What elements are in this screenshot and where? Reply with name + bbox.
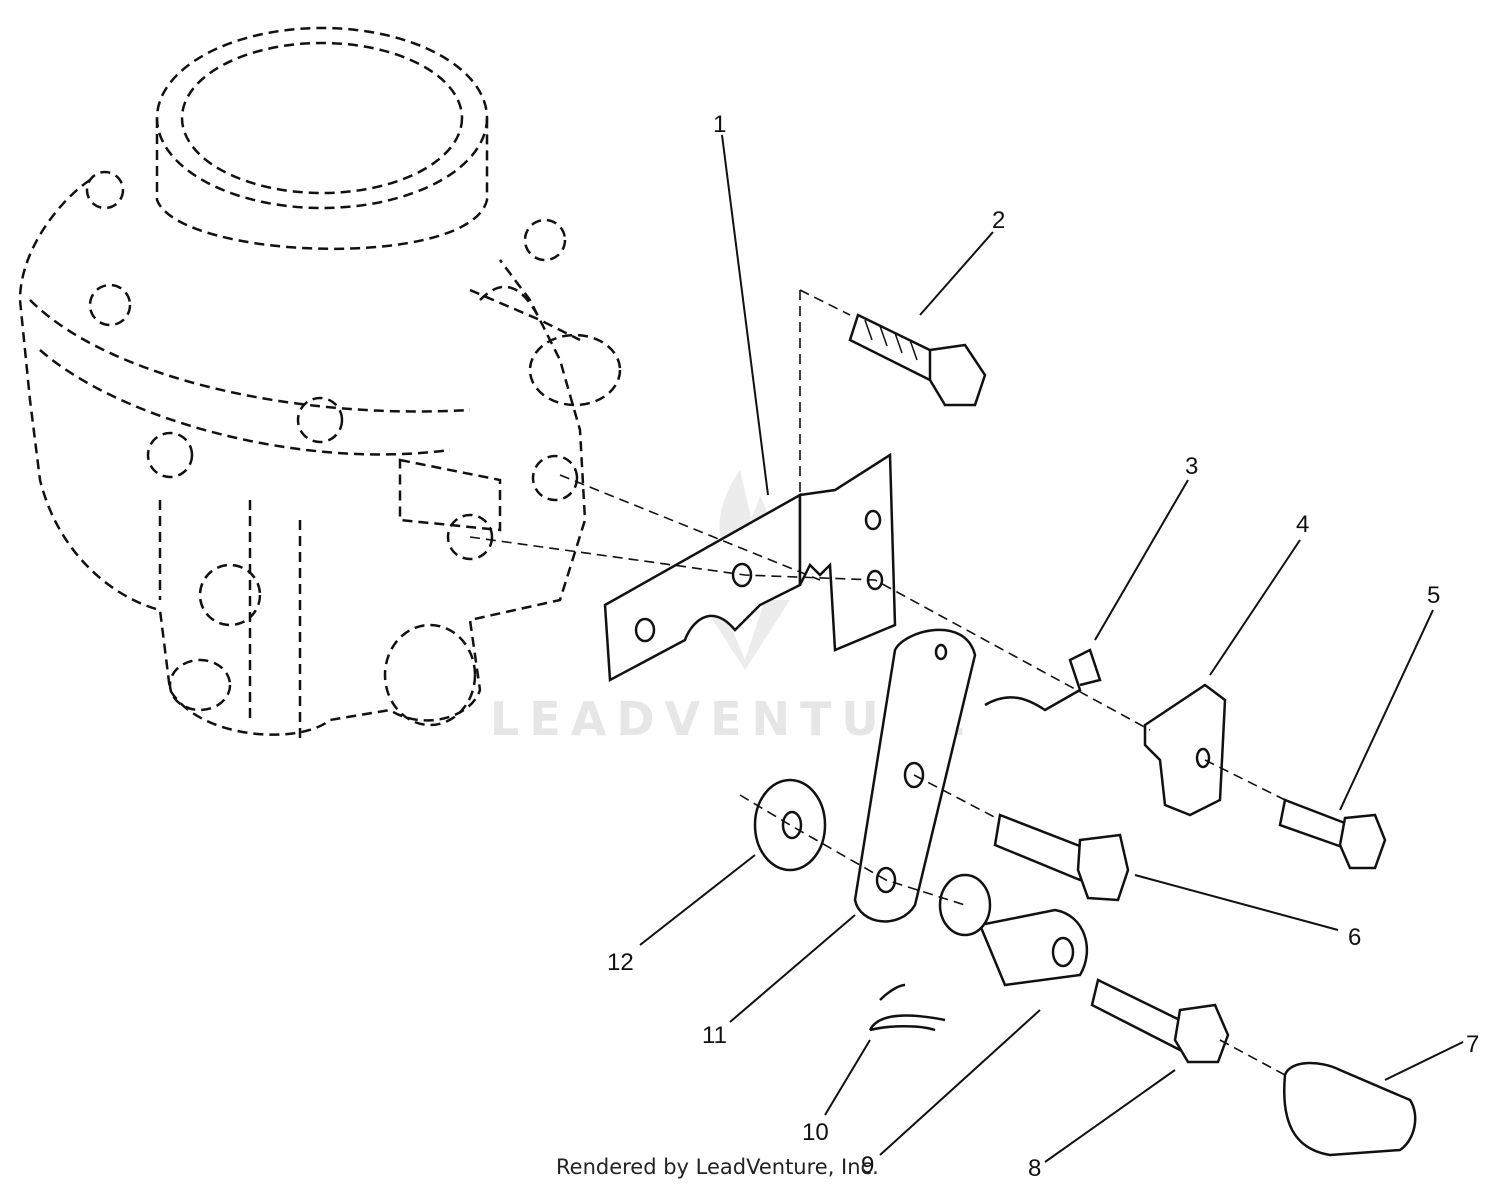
callout-4: 4: [1296, 511, 1309, 538]
part-10-clip: [868, 983, 946, 1032]
callout-6: 6: [1348, 924, 1361, 951]
part-3-spring: [984, 648, 1102, 712]
callout-3: 3: [1185, 453, 1198, 480]
callout-12: 12: [607, 949, 634, 976]
part-2-bolt: [848, 313, 987, 407]
carburetor-outline: [18, 26, 622, 740]
callout-1: 1: [713, 111, 726, 138]
part-4-clip: [1143, 683, 1227, 817]
callout-11: 11: [702, 1022, 727, 1049]
part-1-bracket: [603, 452, 897, 683]
part-6-bolt: [993, 813, 1130, 902]
render-credit: Rendered by LeadVenture, Inc.: [556, 1155, 879, 1179]
callout-8: 8: [1028, 1155, 1041, 1182]
part-7-cap: [1282, 1061, 1417, 1157]
callout-5: 5: [1427, 582, 1440, 609]
part-12-washer: [753, 778, 827, 872]
callout-10: 10: [802, 1119, 829, 1146]
leader-lines: [639, 134, 1464, 1163]
part-5-bolt: [1278, 798, 1387, 870]
part-9-swivel: [938, 873, 1089, 987]
callout-7: 7: [1466, 1031, 1479, 1058]
callout-9: 9: [861, 1152, 874, 1179]
callout-2: 2: [992, 207, 1005, 234]
assembly-centerlines: [469, 289, 1286, 1076]
part-8-bolt: [1090, 978, 1230, 1064]
callouts: 1 2 3 4 5 6 7 8 9 10 11 12: [607, 111, 1479, 1182]
